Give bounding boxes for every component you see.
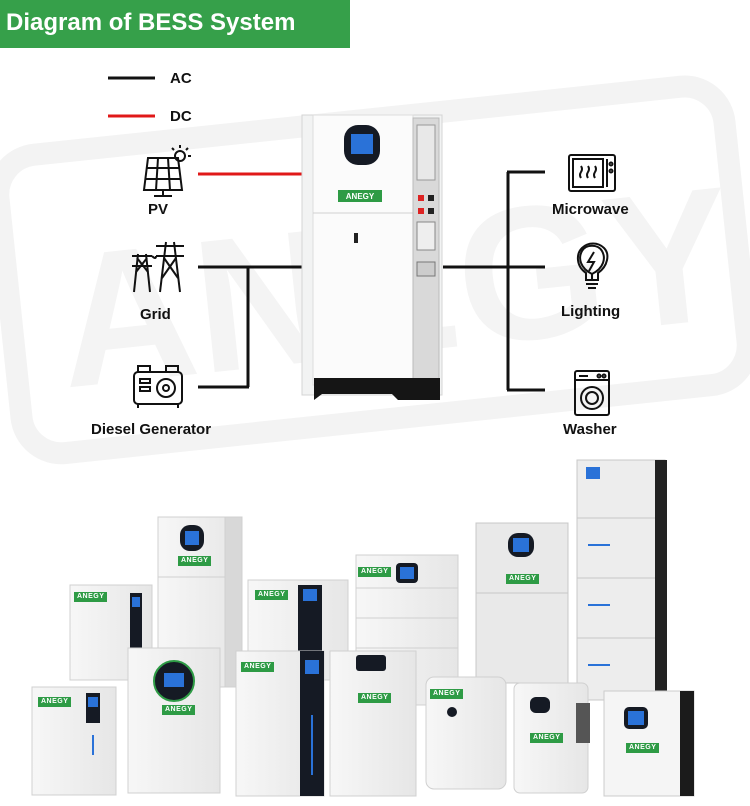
brand-badge-stack: ANEGY — [358, 567, 392, 577]
source-label-grid: Grid — [140, 306, 171, 323]
brand-badge-floor-white: ANEGY — [358, 693, 392, 703]
brand-badge-compact: ANEGY — [530, 733, 564, 743]
title-banner: Diagram of BESS System — [0, 0, 350, 48]
brand-badge-stack-cabinet: ANEGY — [506, 574, 540, 584]
microwave-icon — [568, 154, 616, 192]
product-tower-stack — [576, 459, 667, 701]
product-floor-unit-black-strip — [235, 650, 325, 797]
power-tower-icon — [132, 241, 184, 293]
source-label-diesel-generator: Diesel Generator — [91, 421, 212, 438]
brand-badge-tall: ANEGY — [178, 556, 212, 566]
light-bulb-icon — [576, 242, 609, 289]
load-label-washer: Washer — [563, 421, 617, 438]
washing-machine-icon — [574, 370, 610, 416]
brand-badge-powerwall: ANEGY — [430, 689, 464, 699]
solar-panel-icon — [142, 145, 191, 197]
product-lineup — [31, 459, 695, 797]
legend-ac-label: AC — [170, 70, 192, 87]
source-label-pv: PV — [148, 201, 169, 218]
load-label-lighting: Lighting — [561, 303, 621, 320]
product-floor-unit-white — [329, 650, 417, 797]
legend-dc-label: DC — [170, 108, 192, 125]
product-dark-cabinet — [603, 690, 695, 797]
page-title: Diagram of BESS System — [6, 9, 296, 36]
product-stack-cabinet — [475, 522, 569, 684]
generator-icon — [133, 365, 183, 408]
product-powerwall — [425, 676, 507, 790]
bess-diagram: ANEGY — [108, 76, 616, 416]
brand-badge-wall-left: ANEGY — [74, 592, 108, 602]
bess-main-unit: ANEGY — [301, 114, 443, 400]
brand-badge-round: ANEGY — [162, 705, 196, 715]
brand-badge-slim: ANEGY — [38, 697, 72, 707]
brand-badge-floor: ANEGY — [241, 662, 275, 672]
load-label-microwave: Microwave — [552, 201, 629, 218]
brand-badge-wall-center: ANEGY — [255, 590, 289, 600]
source-ac-lines — [198, 265, 302, 389]
brand-badge-dark: ANEGY — [626, 743, 660, 753]
load-ac-lines — [443, 170, 545, 392]
product-round-display-unit — [127, 647, 221, 794]
svg-text:ANEGY: ANEGY — [346, 192, 375, 201]
